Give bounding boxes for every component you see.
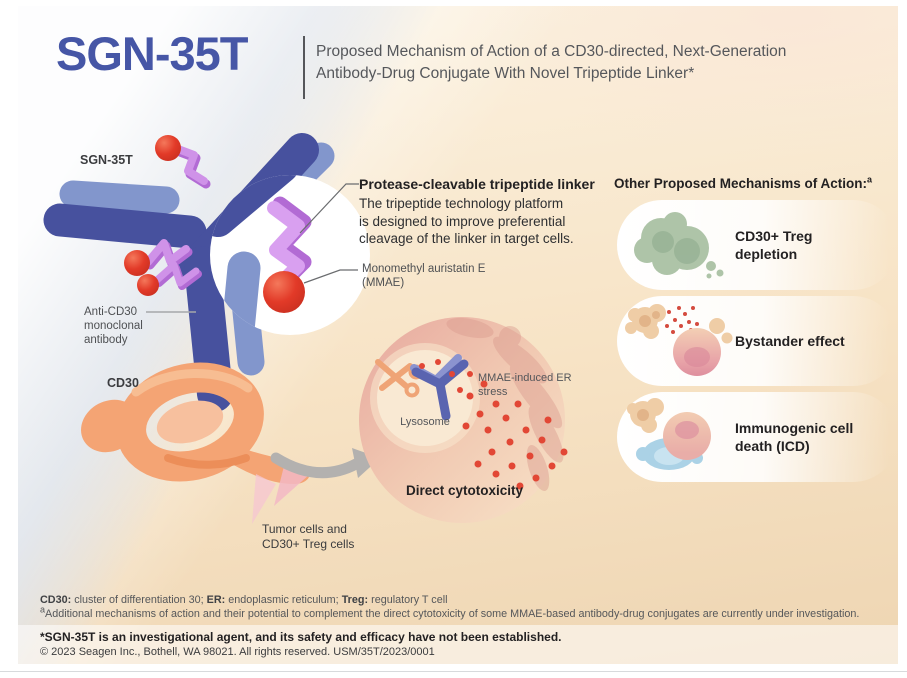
infographic-card: SGN-35T Proposed Mechanism of Action of … [18,6,898,664]
mechanism-item-label: CD30+ Treg depletion [735,228,813,262]
linker-magnifier [210,175,370,335]
linker-callout-body: The tripeptide technology platform is de… [359,195,574,248]
window-bottom-edge [0,671,907,672]
additional-note-footnote: aAdditional mechanisms of action and the… [40,605,860,621]
mechanism-item-bystander-effect: Bystander effect [617,296,898,386]
linker-callout-body-line3: cleavage of the linker in target cells. [359,231,574,246]
header-divider [303,36,305,99]
brand-title: SGN-35T [56,27,248,80]
cd30-label: CD30 [107,376,139,390]
mmae-payloads [124,135,211,296]
anti-cd30-label: Anti-CD30 monoclonal antibody [84,306,143,346]
mechanism-item-label: Bystander effect [735,333,845,349]
linker-callout-body-line2: is designed to improve preferential [359,213,566,229]
abbr-term-er: ER: [206,594,226,606]
moa-illustration [43,133,568,524]
mechanisms-heading: Other Proposed Mechanisms of Action:a [614,174,873,191]
mechanism-item-treg-depletion: CD30+ Treg depletion [617,200,898,290]
bystander-effect-icon [625,304,733,376]
direct-cytotoxicity-label: Direct cytotoxicity [406,483,524,498]
note-superscript: a [40,604,46,615]
callout-connectors [146,183,359,313]
mmae-molecule-zoomed [263,271,305,313]
investigational-disclaimer: *SGN-35T is an investigational agent, an… [40,630,562,644]
abbr-def-cd30: cluster of differentiation 30; [71,594,207,606]
abbr-term-treg: Treg: [341,594,369,606]
mmae-label: Monomethyl auristatin E (MMAE) [362,263,486,289]
cd30-receptor [81,362,310,524]
antibody-label: SGN-35T [80,153,133,167]
lysosome-label: Lysosome [400,416,450,428]
abbr-def-treg: regulatory T cell [368,594,448,606]
abbr-term-cd30: CD30: [40,594,72,606]
abbreviations-footnote: CD30: cluster of differentiation 30; ER:… [40,594,448,607]
er-structures [446,317,564,491]
linker-callout-body-line1: The tripeptide technology platform [359,196,564,211]
treg-depletion-icon [634,212,724,279]
page-title-line2: Antibody-Drug Conjugate With Novel Tripe… [316,65,695,82]
abbr-def-er: endoplasmic reticulum; [225,594,342,606]
tumor-cells-label: Tumor cells and CD30+ Treg cells [262,522,355,551]
mechanisms-heading-text: Other Proposed Mechanisms of Action: [614,176,868,191]
released-mmae-dots [419,359,568,490]
tumor-cell [359,317,568,523]
page-title: Proposed Mechanism of Action of a CD30-d… [316,41,786,85]
immunogenic-cell-death-icon [627,398,711,470]
mechanisms-heading-superscript: a [867,174,873,185]
er-stress-label: MMAE-induced ER stress [478,372,572,398]
note-text: Additional mechanisms of action and thei… [45,608,860,620]
linker-callout-title: Protease-cleavable tripeptide linker [359,176,595,192]
page-title-line1: Proposed Mechanism of Action of a CD30-d… [316,43,787,60]
footer-band: *SGN-35T is an investigational agent, an… [18,625,898,664]
mechanism-item-label: Immunogenic cell death (ICD) [735,420,854,454]
mechanism-item-icd: Immunogenic cell death (ICD) [617,392,898,482]
copyright-line: © 2023 Seagen Inc., Bothell, WA 98021. A… [40,646,435,658]
